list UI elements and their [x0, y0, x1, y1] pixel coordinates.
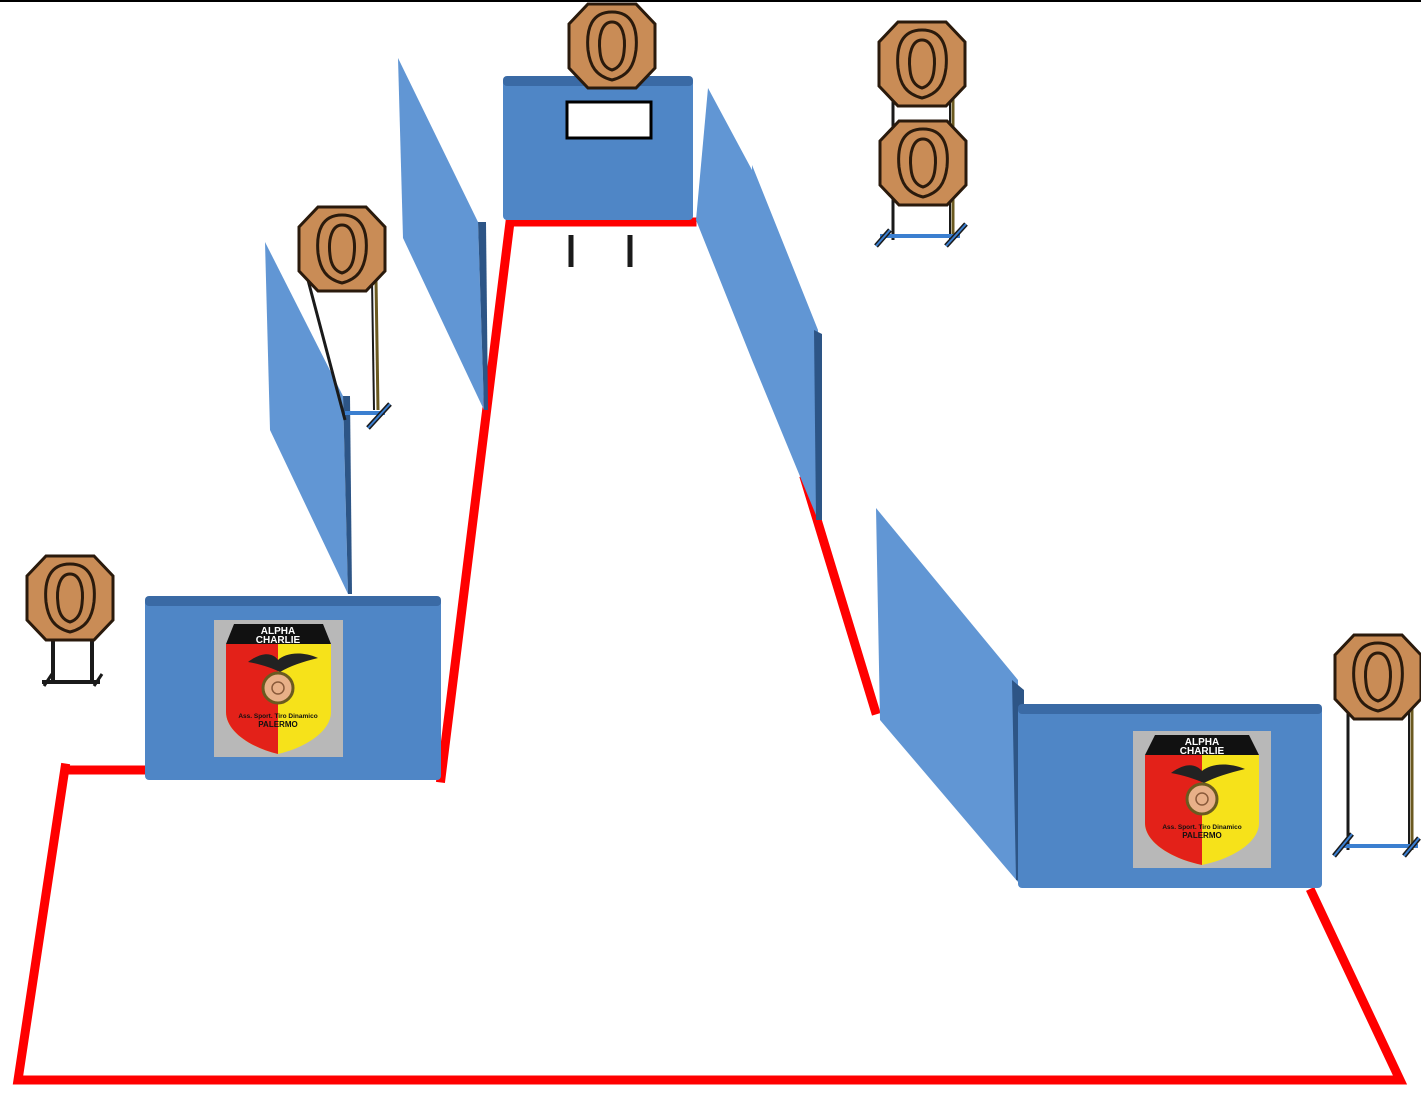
- wall-panel-right-upper: [696, 88, 752, 360]
- logo-text-line2: CHARLIE: [256, 635, 301, 646]
- paper-target-stacked-bottom: [878, 119, 968, 207]
- paper-target-far-left: [25, 554, 115, 642]
- target-stand-far-left: [42, 638, 104, 687]
- logo-text-line1: ALPHA: [1185, 737, 1219, 748]
- wall-panel-right-lower: [876, 508, 1024, 882]
- barricade-window: [565, 100, 653, 140]
- club-logo-right: ALPHA CHARLIE Ass. Sport. Tiro Dinamico …: [1133, 731, 1271, 868]
- wall-panel-left-short: [265, 242, 352, 594]
- logo-text-line2: CHARLIE: [1180, 746, 1225, 757]
- logo-text-line4: PALERMO: [1182, 831, 1221, 840]
- wall-panel-right-middle: [752, 165, 822, 520]
- logo-text-line3: Ass. Sport. Tiro Dinamico: [1162, 824, 1241, 831]
- center-barricade: [503, 76, 693, 267]
- paper-target-left: [297, 205, 387, 293]
- paper-target-center: [567, 2, 657, 90]
- logo-text-line3: Ass. Sport. Tiro Dinamico: [238, 713, 317, 720]
- logo-text-line4: PALERMO: [258, 720, 297, 729]
- target-stand-left: [306, 279, 392, 430]
- logo-text-line1: ALPHA: [261, 626, 295, 637]
- club-logo-left: ALPHA CHARLIE Ass. Sport. Tiro Dinamico …: [214, 620, 343, 757]
- paper-target-stacked-top: [877, 20, 967, 108]
- target-stand-far-right: [1332, 690, 1421, 858]
- paper-target-far-right: [1333, 633, 1421, 721]
- wall-panel-left-tall: [398, 58, 488, 410]
